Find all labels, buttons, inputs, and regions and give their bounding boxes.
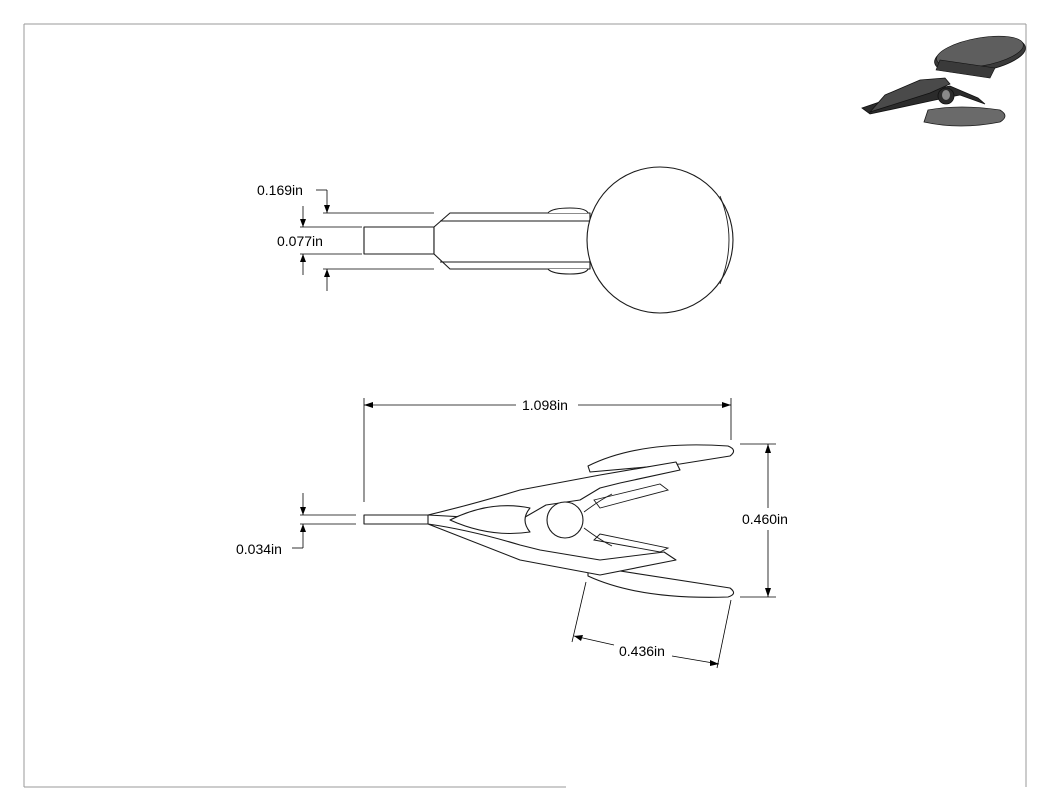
sheet-frame [23, 23, 1027, 788]
dim-tip-width-label: 0.077in [277, 233, 323, 249]
dim-tip-thickness-label: 0.034in [236, 541, 282, 557]
dim-length-label: 1.098in [522, 397, 568, 413]
dim-height-label: 0.460in [742, 511, 788, 527]
isometric-view [861, 35, 1026, 127]
dim-overall-width-label: 0.169in [257, 182, 303, 198]
top-view [363, 166, 734, 314]
side-view-dimensions: 1.098in 0.460in 0.436in 0.034in [236, 397, 788, 669]
dim-pad-label: 0.436in [619, 643, 665, 659]
top-view-dimensions: 0.169in 0.077in [257, 182, 434, 291]
side-view [363, 444, 735, 598]
